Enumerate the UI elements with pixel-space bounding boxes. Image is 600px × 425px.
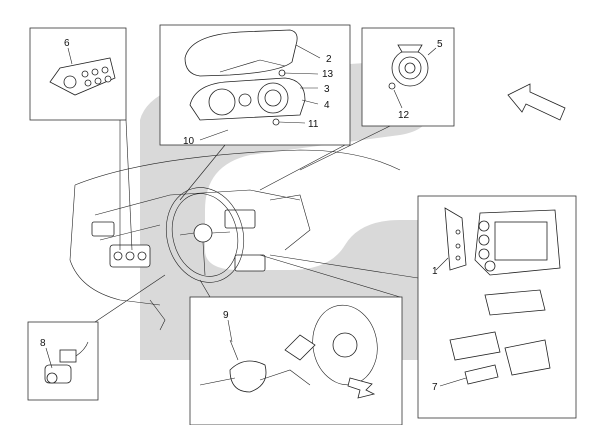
steering-wheel [165, 187, 245, 283]
callout-3: 3 [324, 84, 330, 95]
callout-2: 2 [326, 54, 332, 65]
callout-13: 13 [322, 69, 334, 80]
callout-9: 9 [223, 310, 229, 321]
callout-1: 1 [432, 266, 438, 277]
callout-6: 6 [64, 38, 70, 49]
callout-4: 4 [324, 100, 330, 111]
direction-arrow-icon [507, 83, 566, 121]
dashboard-sketch [69, 149, 401, 331]
callout-5: 5 [437, 39, 443, 50]
callout-7: 7 [432, 382, 438, 393]
box-speaker [361, 27, 455, 127]
box-part-6 [29, 27, 127, 121]
callout-10: 10 [183, 136, 195, 147]
box-center-console [417, 195, 577, 419]
box-instrument-cluster [159, 24, 351, 146]
callout-11: 11 [308, 119, 319, 130]
dash-vent [91, 221, 115, 237]
callout-8: 8 [40, 338, 46, 349]
callout-12: 12 [398, 110, 410, 121]
box-steering-column [189, 296, 403, 425]
callout-labels: 1 2 3 4 5 6 7 8 9 10 11 12 13 [40, 38, 443, 393]
cluster-hood [184, 29, 298, 77]
box-part-8 [27, 321, 99, 401]
